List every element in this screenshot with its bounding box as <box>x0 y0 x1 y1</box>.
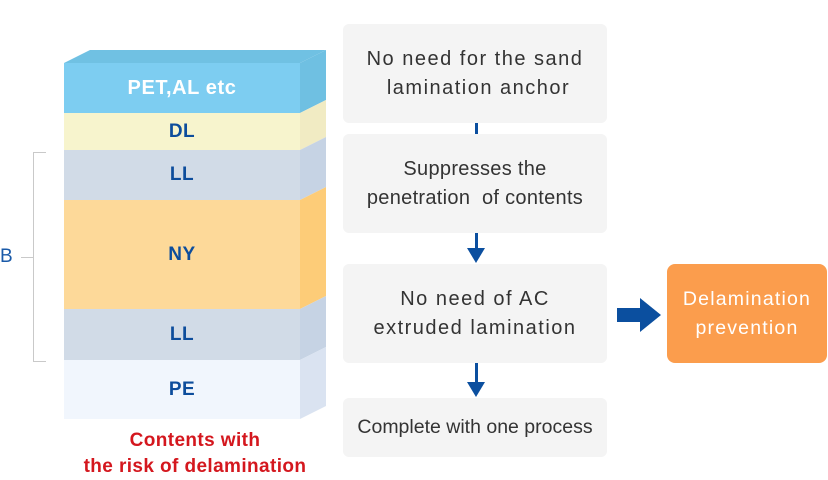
arrow-down-icon <box>467 248 485 263</box>
layer-label: NY <box>168 243 196 265</box>
layer-label: PET,AL etc <box>127 76 237 99</box>
layer-label: DL <box>168 120 196 142</box>
arrow-down-shaft <box>475 233 478 250</box>
arrow-down-icon <box>467 382 485 397</box>
arrow-right-icon <box>640 298 661 332</box>
bracket-tick <box>21 257 33 258</box>
result-line-2: prevention <box>695 316 799 339</box>
stack-caption: Contents with the risk of delamination <box>40 428 350 480</box>
result-box: Delamination prevention <box>667 264 827 363</box>
step-text-line: lamination anchor <box>379 76 571 99</box>
layer-dl: DL <box>64 113 300 150</box>
layer-side-pe <box>300 347 326 419</box>
step-box: No need for the sand lamination anchor <box>343 24 607 123</box>
layer-label: LL <box>169 164 195 185</box>
layer-side-ll-upper <box>300 137 326 200</box>
layer-ll-lower: LL <box>64 309 300 360</box>
layer-pe: PE <box>64 360 300 419</box>
step-text-line: Complete with one process <box>357 416 593 438</box>
layer-ll-upper: LL <box>64 150 300 200</box>
connector-line <box>475 123 478 134</box>
step-text-line: extruded lamination <box>373 316 577 339</box>
layer-label: PE <box>168 378 196 400</box>
step-box: Suppresses the penetration of contents <box>343 134 607 233</box>
stack-top-face <box>64 50 326 63</box>
arrow-down-shaft <box>475 363 478 383</box>
step-text-line: Suppresses the <box>403 157 547 180</box>
bracket-label: B <box>0 246 13 267</box>
layer-ny: NY <box>64 200 300 309</box>
layer-side-ll-lower <box>300 296 326 360</box>
step-text-line: penetration of contents <box>366 186 584 209</box>
layer-pet: PET,AL etc <box>64 63 300 113</box>
step-text-line: No need of AC <box>400 287 550 310</box>
result-line-1: Delamination <box>682 287 812 310</box>
layer-side-ny <box>300 187 326 309</box>
caption-line-2: the risk of delamination <box>83 456 307 477</box>
layer-group-bracket <box>33 152 46 362</box>
layer-side-pet <box>300 50 326 113</box>
layer-side-dl <box>300 100 326 150</box>
step-box: No need of AC extruded lamination <box>343 264 607 363</box>
layer-label: LL <box>169 323 195 345</box>
arrow-right-shaft <box>617 308 641 322</box>
caption-line-1: Contents with <box>129 430 261 451</box>
step-text-line: No need for the sand <box>366 47 584 70</box>
step-box: Complete with one process <box>343 398 607 457</box>
